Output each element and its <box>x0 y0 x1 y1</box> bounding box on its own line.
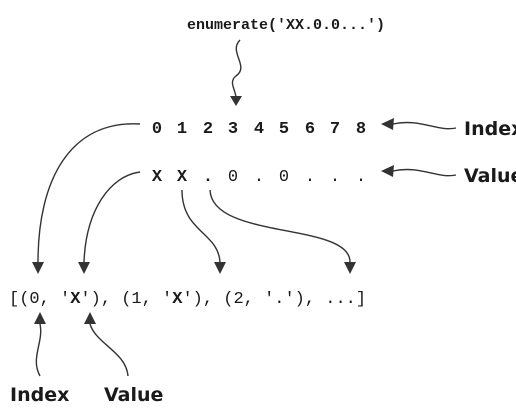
index-label-right: Index <box>464 118 516 140</box>
arrow-head <box>381 118 394 130</box>
arrow-head <box>84 312 96 324</box>
result-seg-1: [(0, ' <box>9 290 70 309</box>
arrow-head <box>230 96 242 106</box>
result-seg-2: '), (1, ' <box>80 290 172 309</box>
value-label-bottom: Value <box>104 384 163 406</box>
arrow-bottom-index <box>35 323 42 377</box>
arrow-head <box>344 262 356 274</box>
arrow-head <box>32 262 44 274</box>
arrow-head <box>34 312 46 324</box>
index-digit: 8 <box>356 120 366 139</box>
index-digit: 7 <box>330 120 340 139</box>
value-char: . <box>330 168 340 187</box>
result-line: [(0, 'X'), (1, 'X'), (2, '.'), ...] <box>9 290 366 309</box>
value-char: 0 <box>228 168 238 187</box>
arrow-index-to-result <box>37 123 141 263</box>
value-row: X X . 0 . 0 . . . <box>152 168 366 187</box>
index-digit: 0 <box>152 120 162 139</box>
value-char: . <box>203 168 213 187</box>
value-char: . <box>356 168 366 187</box>
enumerate-call: enumerate('XX.0.0...') <box>187 17 385 34</box>
result-seg-3: '), (2, '.'), ...] <box>182 290 366 309</box>
index-label-bottom: Index <box>10 384 69 406</box>
arrow-index-label <box>392 121 457 130</box>
arrow-bottom-value <box>89 323 129 377</box>
result-x-1: X <box>70 290 81 309</box>
arrow-x2-to-tuple <box>181 189 221 263</box>
index-digit: 4 <box>254 120 264 139</box>
index-digit: 6 <box>305 120 315 139</box>
arrow-head <box>381 165 394 177</box>
index-digit: 2 <box>203 120 213 139</box>
arrow-value-label <box>392 168 457 177</box>
index-digit: 5 <box>279 120 289 139</box>
value-char: . <box>305 168 315 187</box>
arrow-dot-to-tuple <box>209 189 351 263</box>
index-digit: 3 <box>228 120 238 139</box>
result-x-2: X <box>172 290 183 309</box>
value-char: X <box>152 168 163 187</box>
value-char: 0 <box>279 168 289 187</box>
value-char: X <box>177 168 188 187</box>
index-digit: 1 <box>177 120 187 139</box>
arrow-call-to-index <box>231 39 242 99</box>
value-label-right: Value <box>464 165 516 187</box>
value-char: . <box>254 168 264 187</box>
arrow-value-to-result <box>83 171 141 263</box>
arrow-head <box>214 262 226 274</box>
arrow-head <box>78 262 90 274</box>
index-row: 0 1 2 3 4 5 6 7 8 <box>152 120 366 139</box>
